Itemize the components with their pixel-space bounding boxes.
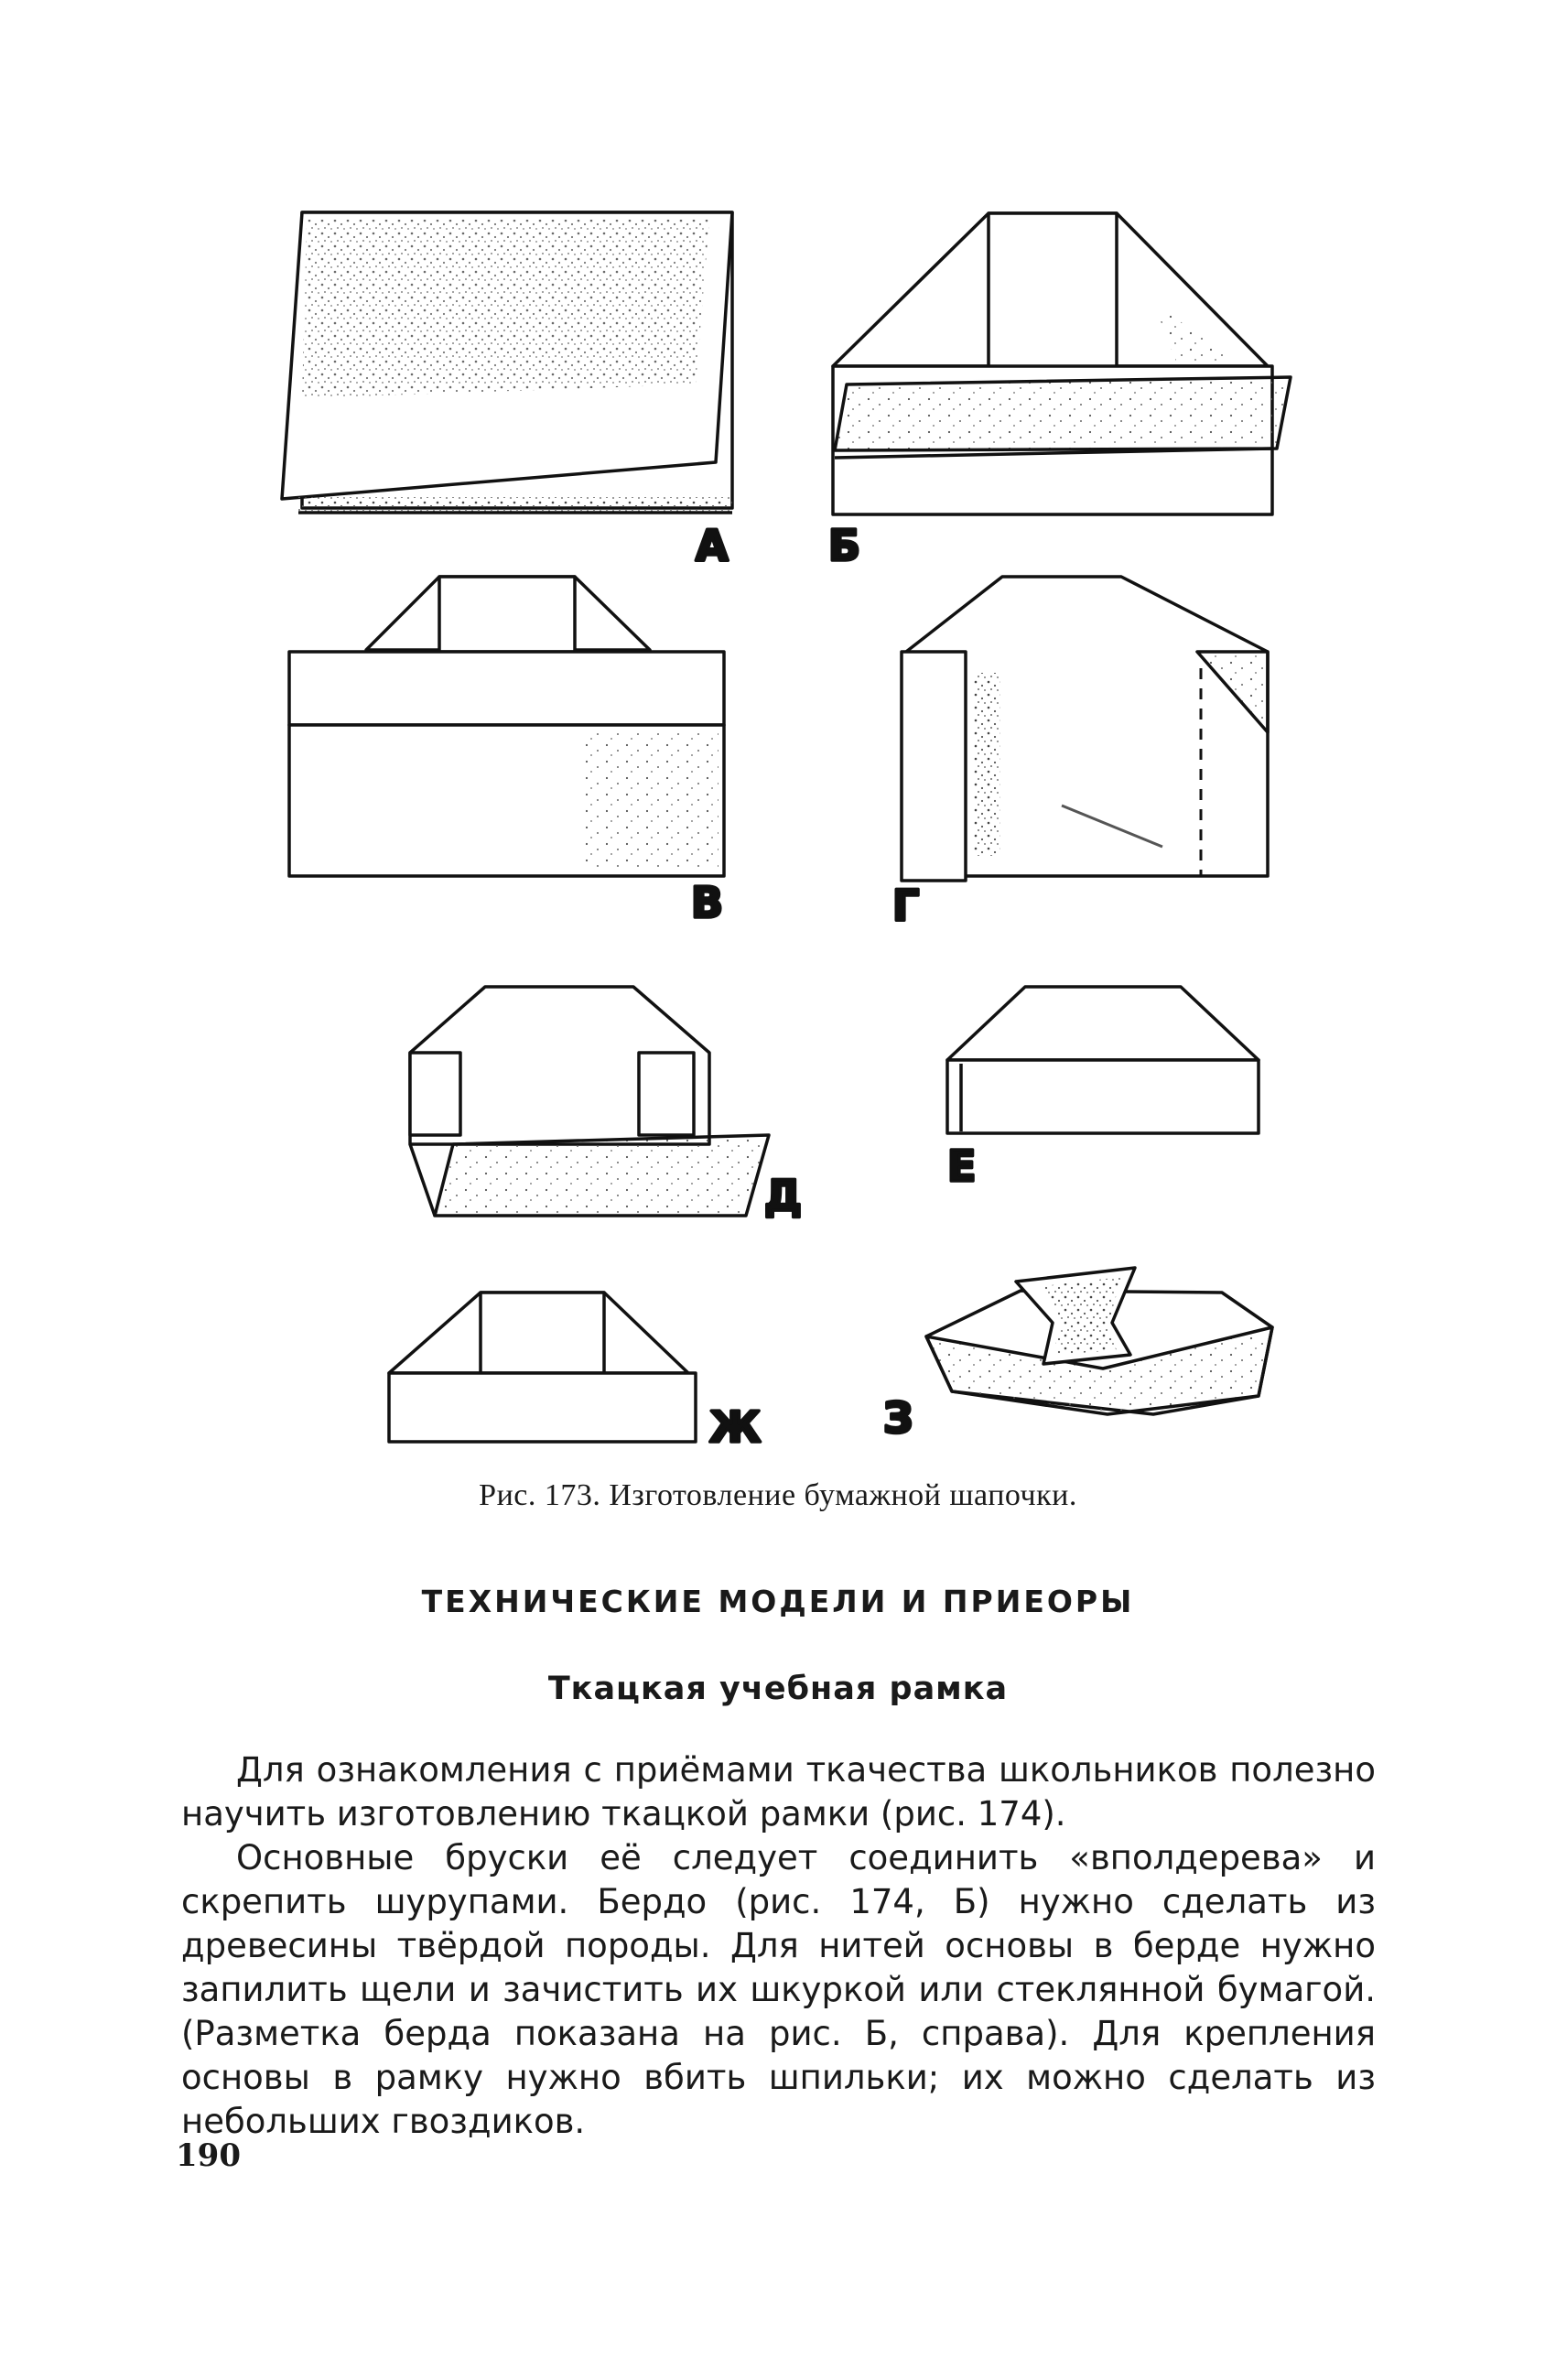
panel-label-d: Д	[764, 1171, 802, 1220]
panel-label-v: В	[691, 878, 723, 927]
panel-label-a: А	[696, 521, 729, 570]
figure-caption: Рис. 173. Изготовление бумажной шапочки.	[479, 1478, 1077, 1512]
page-number: 190	[176, 2137, 241, 2174]
panel-z-drawing	[924, 1266, 1274, 1416]
panel-label-g: Г	[892, 881, 919, 930]
panel-label-b: Б	[828, 521, 860, 570]
panel-label-zh: Ж	[709, 1402, 761, 1452]
panel-label-z: З	[883, 1393, 913, 1443]
panel-label-e: Е	[947, 1141, 976, 1191]
panel-zh-drawing	[387, 1291, 697, 1444]
panel-b-drawing	[831, 211, 1292, 516]
panel-d-drawing	[408, 985, 771, 1217]
panel-g-drawing	[900, 575, 1270, 882]
paragraph-1: Для ознакомления с приёмами ткачества шк…	[181, 1750, 1376, 1834]
section-title: ТЕХНИЧЕСКИЕ МОДЕЛИ И ПРИЕОРЫ	[421, 1584, 1135, 1619]
paper-hat-figure: А Б В	[280, 211, 1292, 1454]
panel-v-drawing	[287, 575, 726, 878]
panel-e-drawing	[945, 985, 1260, 1135]
panel-a-drawing	[280, 211, 734, 514]
body-text: Для ознакомления с приёмами ткачества шк…	[181, 1748, 1376, 2144]
paragraph-2: Основные бруски её следует соединить «вп…	[181, 1838, 1376, 2141]
subsection-title: Ткацкая учебная рамка	[547, 1671, 1009, 1707]
figure-drawing: А Б В	[280, 211, 1292, 1454]
